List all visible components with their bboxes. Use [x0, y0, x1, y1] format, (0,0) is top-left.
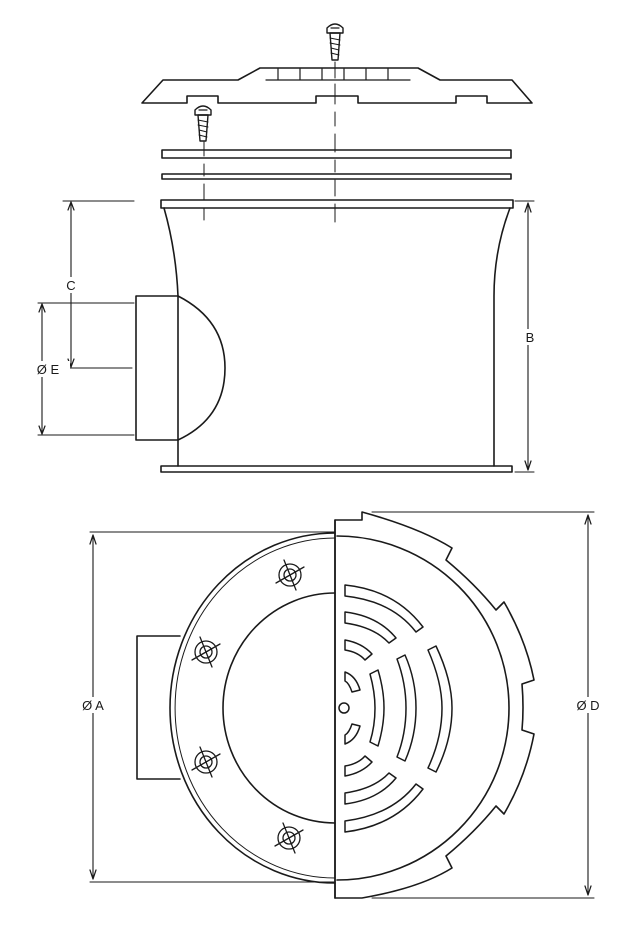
body-outline: [163, 207, 511, 467]
plan-outer-ring-inner: [174, 537, 336, 879]
top-screw-icon: [326, 23, 344, 61]
plan-outer-ring: [169, 532, 336, 884]
dim-d-label: Ø D: [576, 698, 599, 713]
bolt-2-icon: [191, 636, 221, 668]
dim-b-label: B: [526, 330, 535, 345]
lower-shim: [161, 173, 512, 180]
left-screw-icon: [194, 105, 212, 142]
bolt-1-icon: [275, 559, 305, 591]
grate-profile: [141, 67, 533, 104]
grate-slots-ring-4: [338, 671, 361, 745]
side-outlet-dome: [177, 295, 226, 441]
plan-inner-bowl: [222, 592, 336, 824]
dim-e-label: Ø E: [37, 362, 60, 377]
body-top-flange: [160, 199, 514, 209]
dimension-d: [371, 511, 595, 899]
plan-grate-face: [336, 535, 510, 881]
grate-slots-ring-3: [344, 639, 385, 777]
upper-shim: [161, 149, 512, 159]
bolt-3-icon: [191, 746, 221, 778]
grate-slots: [265, 68, 411, 81]
side-outlet: [135, 295, 179, 441]
dim-c-label: C: [66, 278, 75, 293]
grate-slots-ring-2: [344, 611, 417, 805]
dimension-a: [89, 531, 336, 883]
side-elevation-view: C Ø E B: [26, 23, 539, 473]
grate-slots-ring-1: [344, 584, 453, 833]
dim-a-label: Ø A: [82, 698, 104, 713]
bolt-4-icon: [274, 822, 304, 854]
plan-side-outlet: [136, 635, 181, 780]
body-bottom-flange: [160, 465, 513, 473]
plan-view: Ø A Ø D: [73, 511, 608, 899]
plan-grate-outline: [334, 511, 535, 899]
